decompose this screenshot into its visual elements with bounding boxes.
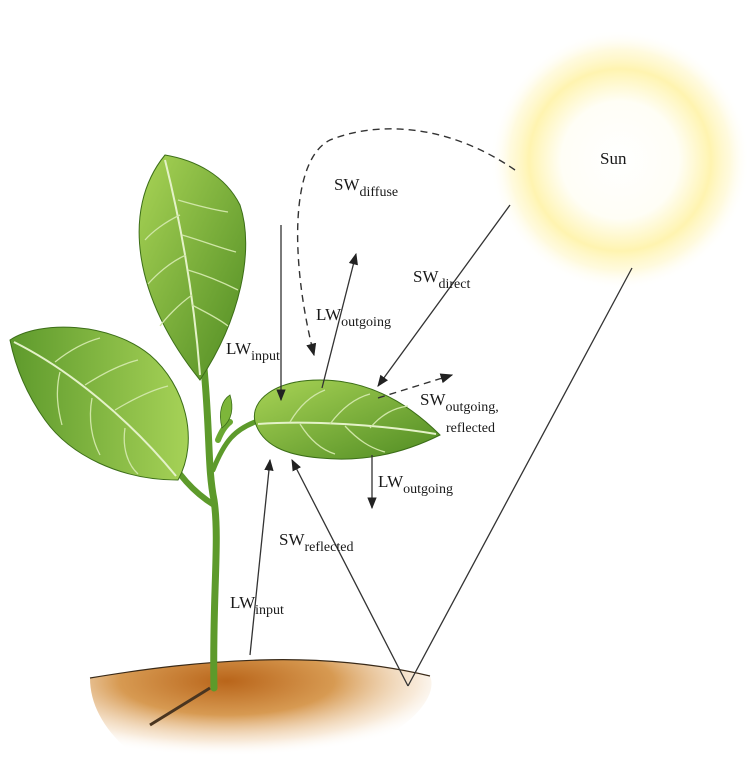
label-sw-outgoing-reflected: SWoutgoing, <box>420 390 499 415</box>
label-lw-outgoing-upper: LWoutgoing <box>316 305 391 330</box>
label-lw-outgoing-lower: LWoutgoing <box>378 472 453 497</box>
sw-reflected-arrow <box>292 460 408 686</box>
sun-label: Sun <box>600 149 627 168</box>
sun-to-ground-ray <box>408 268 632 686</box>
right-leaf <box>254 380 440 459</box>
label-lw-input-upper: LWinput <box>226 339 280 364</box>
label-lw-input-lower: LWinput <box>230 593 284 618</box>
left-leaf <box>10 327 188 480</box>
label-sw-reflected: SWreflected <box>279 530 353 555</box>
lw-input-up-arrow <box>250 460 270 655</box>
label-sw-diffuse: SWdiffuse <box>334 175 398 200</box>
soil <box>90 660 432 767</box>
label-sw-outgoing-reflected-line2: reflected <box>446 421 495 436</box>
sw-direct-arrow <box>378 205 510 386</box>
